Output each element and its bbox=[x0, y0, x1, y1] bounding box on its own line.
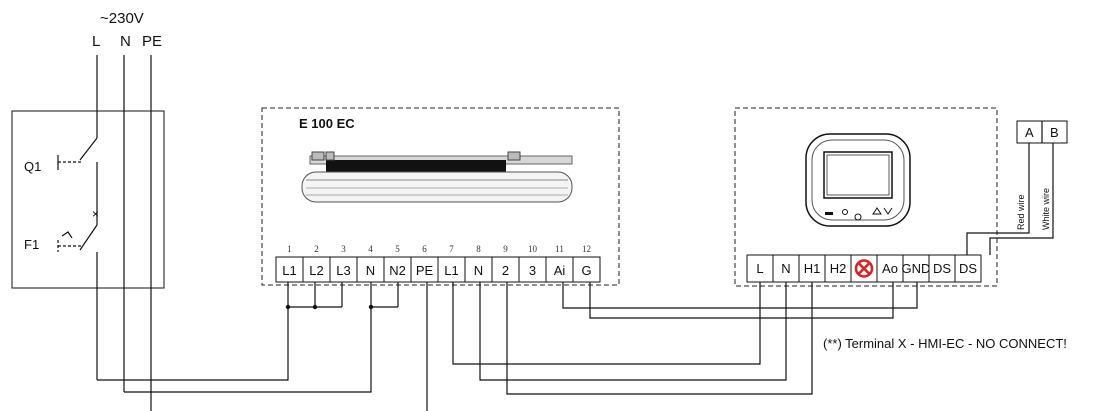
heater-terminal-number: 12 bbox=[582, 244, 591, 254]
bus-terminal-b: B bbox=[1050, 125, 1059, 140]
controller-enclosure bbox=[734, 107, 998, 287]
supply-voltage: ~230V bbox=[100, 10, 144, 27]
controller-terminal-label: DS bbox=[933, 261, 951, 276]
heater-terminal-number: 2 bbox=[314, 244, 319, 254]
red-wire bbox=[966, 143, 1030, 255]
controller-terminal-box bbox=[954, 254, 982, 283]
no-connect-cross-icon bbox=[858, 262, 870, 275]
heater-terminal-number: 10 bbox=[528, 244, 538, 254]
controller-terminal-label: N bbox=[781, 261, 790, 276]
heater-terminal-number: 6 bbox=[422, 244, 427, 254]
red-wire-label: Red wire bbox=[1016, 194, 1026, 230]
heater-terminal-label: 3 bbox=[529, 263, 536, 278]
g-to-ao-wire bbox=[589, 282, 894, 319]
heater-terminal-box bbox=[545, 256, 574, 283]
svg-text:×: × bbox=[92, 207, 99, 221]
supply-line-n: N bbox=[120, 33, 131, 50]
supply-line-pe: PE bbox=[142, 33, 162, 50]
h1-to-controller-wire bbox=[506, 282, 813, 395]
q1-label: Q1 bbox=[24, 159, 41, 174]
bus-terminal-a: A bbox=[1025, 125, 1034, 140]
heater-terminal-label: N bbox=[366, 263, 375, 278]
heater-terminal-label: 2 bbox=[502, 263, 509, 278]
heater-terminal-number: 11 bbox=[555, 244, 564, 254]
controller-terminal-label: H1 bbox=[804, 261, 821, 276]
white-wire bbox=[989, 143, 1054, 255]
heater-terminal-label: L3 bbox=[336, 263, 350, 278]
l1-to-controller-wire bbox=[452, 282, 761, 365]
no-connect-icon bbox=[854, 259, 874, 278]
heater-unit-title: E 100 EC bbox=[299, 116, 355, 131]
controller-terminal-box bbox=[902, 254, 930, 283]
heater-terminal-number: 9 bbox=[503, 244, 508, 254]
heater-unit-illustration bbox=[301, 151, 573, 203]
controller-terminal-label: L bbox=[756, 261, 763, 276]
heater-terminal-label: L1 bbox=[444, 263, 458, 278]
controller-terminal-box bbox=[798, 254, 826, 283]
controller-terminal-box bbox=[876, 254, 904, 283]
heater-terminal-label: L2 bbox=[309, 263, 323, 278]
controller-terminal-label: Ao bbox=[882, 261, 898, 276]
controller-terminal-label: H2 bbox=[830, 261, 847, 276]
heater-terminal-number: 4 bbox=[368, 244, 373, 254]
bridge-wires bbox=[285, 282, 399, 310]
no-connect-note: (**) Terminal X - HMI-EC - NO CONNECT! bbox=[823, 336, 1067, 351]
controller-terminal-label: GND bbox=[902, 261, 931, 276]
heater-terminal-label: G bbox=[581, 263, 591, 278]
heater-terminal-number: 5 bbox=[395, 244, 400, 254]
controller-device bbox=[805, 133, 911, 227]
n-feed-wire bbox=[124, 307, 372, 393]
white-wire-label: White wire bbox=[1041, 188, 1051, 230]
heater-terminal-label: N2 bbox=[389, 263, 406, 278]
f1-switch-symbol bbox=[57, 224, 98, 380]
controller-terminal-label: DS bbox=[959, 261, 977, 276]
bus-terminal-box: A B bbox=[1016, 120, 1068, 144]
f1-label: F1 bbox=[24, 237, 39, 252]
heater-terminal-number: 1 bbox=[287, 244, 292, 254]
controller-terminal-box bbox=[824, 254, 852, 283]
heater-terminal-label: Ai bbox=[554, 263, 566, 278]
l-feed-wire bbox=[97, 307, 289, 381]
heater-terminal-label: PE bbox=[416, 263, 434, 278]
n-to-controller-wire bbox=[479, 282, 787, 381]
breaker-panel bbox=[11, 110, 165, 289]
supply-line-l: L bbox=[92, 33, 100, 50]
heater-terminal-number: 8 bbox=[476, 244, 481, 254]
q1-switch-symbol: × bbox=[57, 137, 99, 225]
heater-terminal-box bbox=[437, 256, 466, 283]
heater-terminal-box bbox=[410, 256, 439, 283]
heater-terminal-number: 3 bbox=[341, 244, 346, 254]
heater-terminal-number: 7 bbox=[449, 244, 454, 254]
heater-terminal-label: N bbox=[474, 263, 483, 278]
heater-terminal-box bbox=[572, 256, 601, 283]
heater-terminal-label: L1 bbox=[282, 263, 296, 278]
heater-terminal-box bbox=[464, 256, 493, 283]
heater-unit-enclosure bbox=[261, 107, 620, 286]
ai-to-gnd-wire bbox=[562, 282, 918, 309]
